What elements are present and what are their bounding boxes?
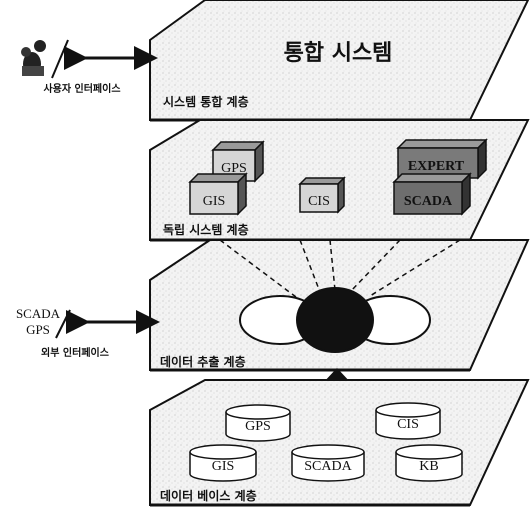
kb-database-cylinder: KB bbox=[395, 444, 463, 482]
external-source-scada: SCADA bbox=[16, 306, 61, 321]
database-layer-label: 데이터 베이스 계층 bbox=[160, 488, 257, 503]
scada-database-cylinder: SCADA bbox=[291, 444, 365, 482]
system-integration-layer-label: 시스템 통합 계층 bbox=[163, 94, 249, 109]
integrated-system-title: 통합 시스템 bbox=[284, 40, 393, 66]
svg-text:CIS: CIS bbox=[308, 194, 330, 209]
gis-database-cylinder: GIS bbox=[189, 444, 257, 482]
database-layer: 데이터 베이스 계층 bbox=[149, 379, 530, 507]
scada-system-box: SCADA bbox=[392, 172, 472, 216]
gps-database-cylinder: GPS bbox=[225, 404, 291, 442]
svg-text:GIS: GIS bbox=[212, 459, 235, 474]
svg-text:GPS: GPS bbox=[245, 419, 271, 434]
user-icon bbox=[21, 40, 46, 76]
extraction-ellipses bbox=[239, 287, 431, 353]
svg-text:SCADA: SCADA bbox=[404, 194, 453, 209]
svg-text:GIS: GIS bbox=[203, 194, 226, 209]
user-interface-label: 사용자 인터페이스 bbox=[43, 82, 120, 95]
user-interface-divider bbox=[51, 39, 69, 79]
cis-database-cylinder: CIS bbox=[375, 402, 441, 440]
svg-text:SCADA: SCADA bbox=[304, 459, 352, 474]
system-integration-layer: 통합 시스템 시스템 통합 계층 bbox=[149, 0, 530, 122]
gis-system-box: GIS bbox=[188, 172, 248, 216]
cis-system-box: CIS bbox=[298, 176, 346, 214]
svg-text:KB: KB bbox=[419, 459, 438, 474]
svg-text:GPS: GPS bbox=[221, 161, 247, 176]
extraction-dashed-links bbox=[219, 239, 461, 301]
expert-system-box: EXPERT bbox=[396, 138, 488, 180]
svg-text:EXPERT: EXPERT bbox=[408, 159, 465, 174]
external-interface-label: 외부 인터페이스 bbox=[41, 346, 109, 359]
external-source-gps: GPS bbox=[26, 322, 50, 337]
data-extraction-layer-label: 데이터 추출 계층 bbox=[160, 354, 246, 369]
independent-system-layer-label: 독립 시스템 계층 bbox=[163, 222, 249, 237]
svg-text:CIS: CIS bbox=[397, 417, 419, 432]
